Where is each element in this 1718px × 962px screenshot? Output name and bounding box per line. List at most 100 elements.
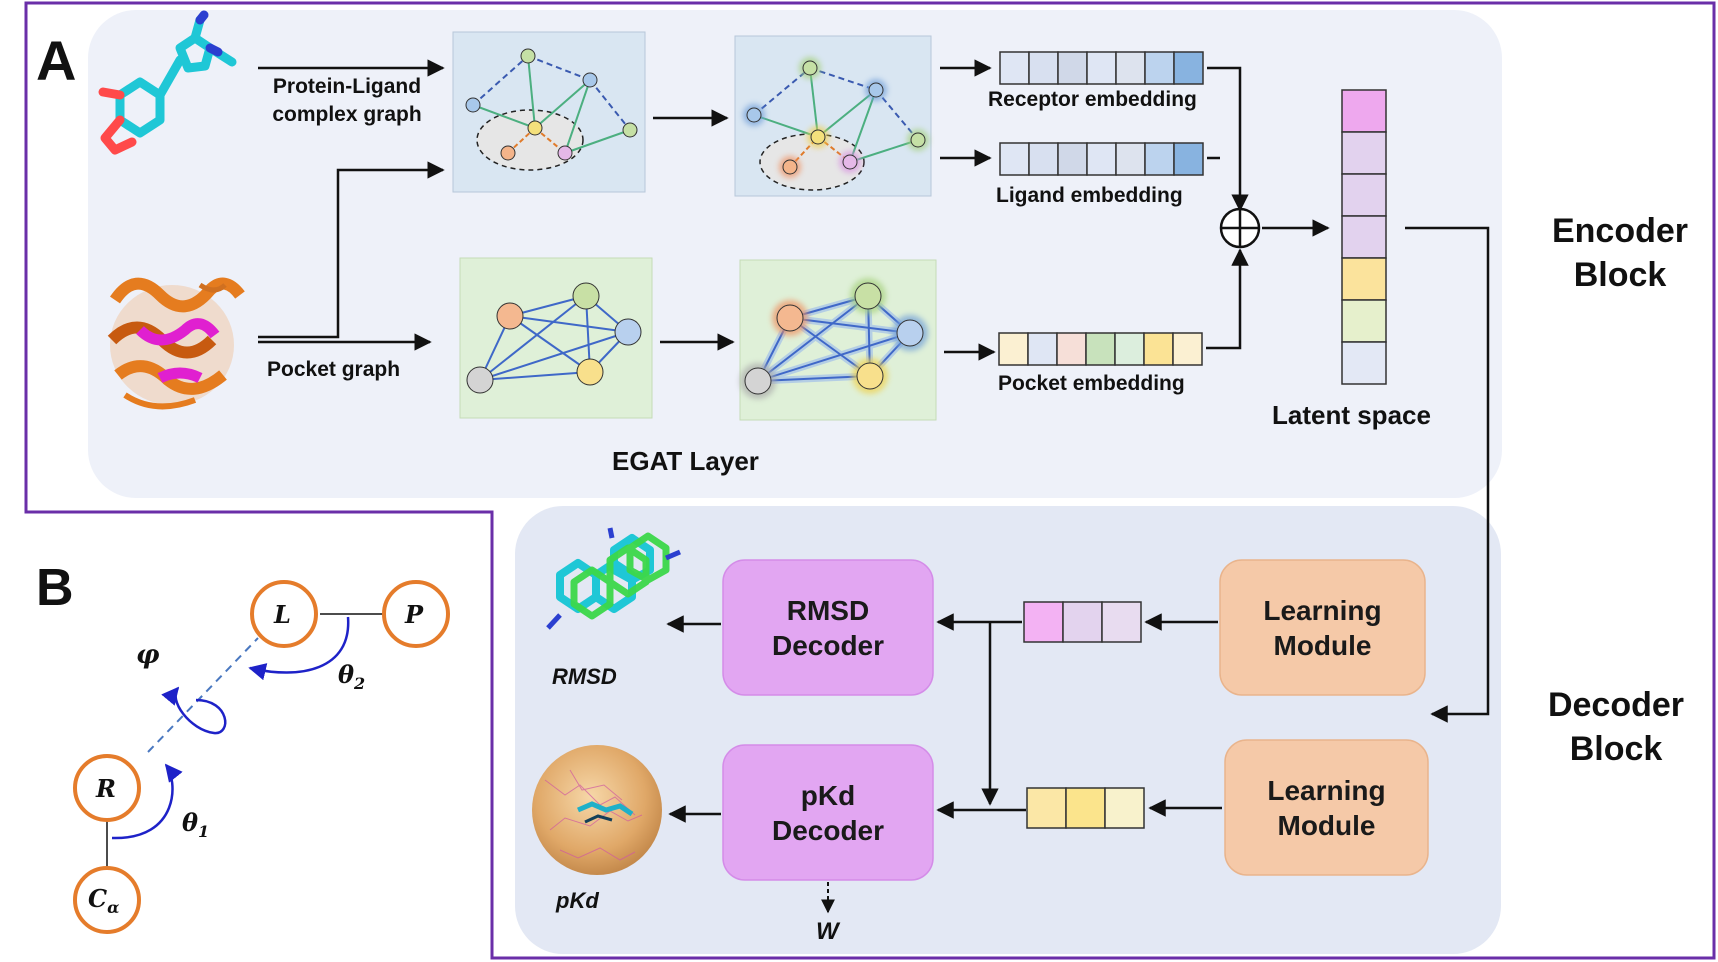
pocket-graph-2 (739, 259, 937, 421)
latent-space-cell (1341, 131, 1387, 175)
complex-graph-edge-label-2: complex graph (272, 103, 422, 126)
node-Ca-label: Cα (88, 884, 119, 917)
geometry-diagram (73, 580, 450, 934)
latent-space-cell (1341, 299, 1387, 343)
pocket-embedding-cell (998, 332, 1029, 366)
node-L-label: L (274, 600, 291, 629)
pkd-feature-cell (1026, 787, 1067, 829)
rmsd-output-label: RMSD (552, 664, 617, 689)
receptor-embedding-cell (999, 51, 1030, 85)
protein-structure (107, 277, 245, 410)
latent-space-label: Latent space (1272, 400, 1431, 430)
pocket-embedding-cell (1027, 332, 1058, 366)
phi-label: φ (136, 640, 160, 670)
learning-module-top-line2: Module (1273, 629, 1372, 661)
node-Ca-main: C (88, 884, 108, 913)
node-Ca (73, 866, 141, 934)
theta2-sub: 2 (354, 673, 366, 693)
complex-graph-edge-label-1: Protein-Ligand (272, 75, 422, 98)
pkd-output-label: pKd (556, 888, 599, 913)
ligand-embedding-bar (999, 142, 1204, 176)
learning-module-box-bottom (1224, 739, 1429, 876)
rmsd-decoder-line2: Decoder (771, 629, 885, 661)
pkd-decoder-line1: pKd (800, 779, 856, 811)
latent-space-cell (1341, 341, 1387, 385)
rmsd-feature-bar (1023, 601, 1142, 643)
pkd-decoder-line2: Decoder (771, 814, 885, 846)
learning-module-top-label: Learning Module (1220, 560, 1425, 695)
pocket-graph-label: Pocket graph (267, 358, 401, 381)
pkd-feature-cell (1065, 787, 1106, 829)
ligand-embedding-cell (1057, 142, 1088, 176)
receptor-embedding-cell (1173, 51, 1204, 85)
latent-space-cell (1341, 173, 1387, 217)
latent-space-bar (1341, 89, 1387, 385)
rmsd-decoder-label: RMSD Decoder (723, 560, 933, 695)
pocket-embedding-cell (1143, 332, 1174, 366)
pocket-embedding-label: Pocket embedding (998, 372, 1185, 395)
rmsd-feature-cell (1023, 601, 1064, 643)
node-P (382, 580, 450, 648)
pocket-embedding-cell (1114, 332, 1145, 366)
w-output-label: W (816, 918, 839, 945)
arrow-protein-to-complex (258, 161, 445, 339)
pocket-embedding-cell (1172, 332, 1203, 366)
encoder-block-title-2: Block (1573, 256, 1667, 294)
line-pocket-to-concat (1206, 248, 1249, 350)
ligand-embedding-cell (999, 142, 1030, 176)
pkd-decoder-box (722, 744, 934, 881)
receptor-embedding-cell (1028, 51, 1059, 85)
decoder-block-title-2: Block (1569, 730, 1663, 768)
concat-operator (1219, 207, 1261, 249)
pkd-feature-bar (1026, 787, 1145, 829)
receptor-embedding-label: Receptor embedding (988, 88, 1197, 111)
pkd-pocket-sphere (532, 745, 662, 875)
pkd-decoder-label: pKd Decoder (723, 745, 933, 880)
latent-space-cell (1341, 257, 1387, 301)
ligand-embedding-cell (1115, 142, 1146, 176)
ligand-embedding-label: Ligand embedding (996, 184, 1183, 207)
learning-module-top-line1: Learning (1263, 594, 1382, 626)
ligand-embedding-cell (1173, 142, 1204, 176)
node-R-label: R (96, 774, 116, 803)
pocket-embedding-bar (998, 332, 1203, 366)
theta1-sub: 1 (198, 821, 210, 841)
pocket-graph-1 (459, 257, 653, 419)
learning-module-bottom-label: Learning Module (1225, 740, 1428, 875)
ligand-embedding-cell (1028, 142, 1059, 176)
receptor-embedding-bar (999, 51, 1204, 85)
pocket-embedding-cell (1056, 332, 1087, 366)
rmsd-feature-cell (1101, 601, 1142, 643)
ligand-embedding-cell (1086, 142, 1117, 176)
complex-graph-2 (734, 35, 932, 197)
egat-layer-label: EGAT Layer (612, 446, 759, 476)
latent-space-cell (1341, 89, 1387, 133)
node-P-label: P (405, 600, 424, 629)
arrow-latent-to-decoder (1405, 226, 1490, 723)
receptor-embedding-cell (1086, 51, 1117, 85)
encoder-block-title-1: Encoder (1551, 212, 1689, 250)
rmsd-decoder-box (722, 559, 934, 696)
learning-module-bottom-line2: Module (1277, 809, 1376, 841)
rmsd-feature-cell (1062, 601, 1103, 643)
learning-module-box-top (1219, 559, 1426, 696)
ligand-embedding-cell (1144, 142, 1175, 176)
complex-graph-1 (452, 31, 646, 193)
theta1-label: θ1 (182, 808, 209, 841)
node-R (73, 754, 141, 822)
line-receptor-to-concat (1207, 66, 1249, 212)
learning-module-bottom-line1: Learning (1267, 774, 1386, 806)
receptor-embedding-cell (1057, 51, 1088, 85)
pkd-feature-cell (1104, 787, 1145, 829)
theta2-main: θ (338, 660, 355, 689)
rmsd-molecule-overlay (546, 527, 681, 630)
panel-a-label: A (36, 29, 77, 92)
encoder-background (88, 10, 1502, 498)
receptor-embedding-cell (1144, 51, 1175, 85)
node-L (250, 580, 318, 648)
ligand-molecule (98, 10, 237, 155)
pocket-embedding-cell (1085, 332, 1116, 366)
theta1-main: θ (182, 808, 199, 837)
theta2-label: θ2 (338, 660, 365, 693)
